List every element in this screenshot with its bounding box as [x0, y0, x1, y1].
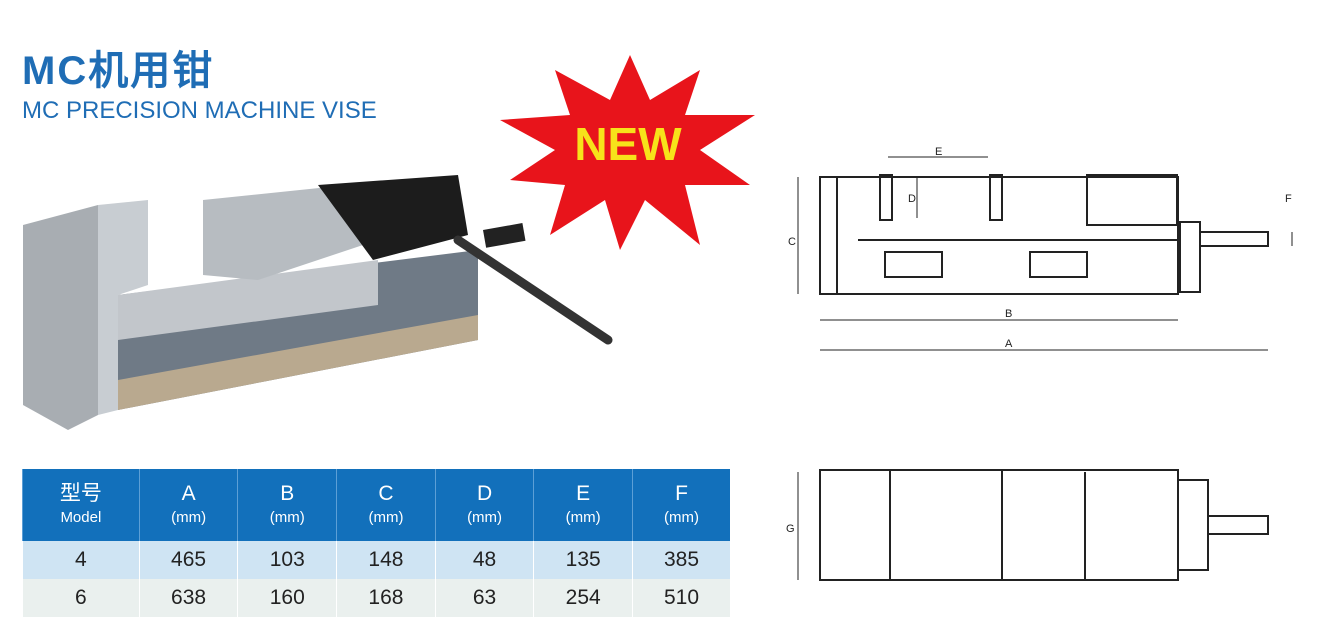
cell: 638 [138, 579, 238, 617]
label-a: A [1005, 338, 1013, 350]
label-f: F [1285, 193, 1292, 205]
label-g: G [786, 523, 795, 535]
label-c: C [788, 236, 796, 248]
header-a: A(mm) [138, 469, 238, 541]
cell: 4 [22, 541, 140, 579]
cell: 148 [336, 541, 436, 579]
cell: 465 [138, 541, 238, 579]
cell: 63 [434, 579, 534, 617]
cell: 510 [632, 579, 730, 617]
cell: 103 [237, 541, 337, 579]
header-d: D(mm) [434, 469, 534, 541]
header-f: F(mm) [632, 469, 730, 541]
cell: 168 [336, 579, 436, 617]
top-view [819, 469, 1269, 581]
label-e: E [935, 146, 942, 158]
vise-photo [23, 175, 613, 430]
cell: 160 [237, 579, 337, 617]
cell: 135 [533, 541, 633, 579]
header-e: E(mm) [533, 469, 633, 541]
new-badge: NEW [500, 55, 755, 250]
page-title: MC机用钳 [22, 49, 215, 93]
header-c: C(mm) [336, 469, 436, 541]
label-b: B [1005, 308, 1012, 320]
cell: 48 [434, 541, 534, 579]
new-badge-text: NEW [574, 118, 682, 170]
technical-drawing: E D C B A F G [786, 146, 1293, 581]
cell: 385 [632, 541, 730, 579]
header-b: B(mm) [237, 469, 337, 541]
cell: 6 [22, 579, 140, 617]
label-d: D [908, 193, 916, 205]
page-subtitle: MC PRECISION MACHINE VISE [22, 97, 377, 124]
cell: 254 [533, 579, 633, 617]
side-view [819, 174, 1269, 295]
